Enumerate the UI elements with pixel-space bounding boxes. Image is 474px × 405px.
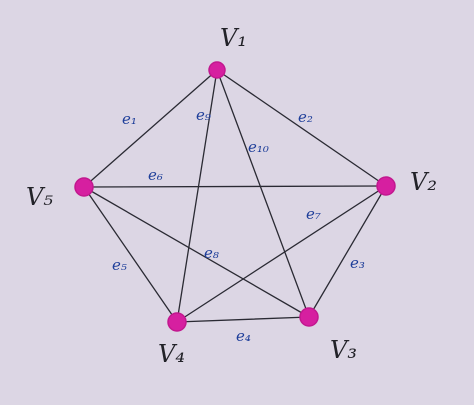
edge-e5	[83, 186, 178, 323]
vertex-label-v4: V₄	[158, 340, 185, 368]
edge-e3	[308, 185, 387, 318]
edge-label-e9: e₉	[196, 106, 211, 124]
edge-label-e1: e₁	[122, 110, 137, 128]
edge-e8	[83, 186, 310, 318]
vertex-label-v1: V₁	[220, 24, 247, 52]
vertices-layer	[74, 61, 396, 332]
labels-layer: e₁ e₂ e₃ e₄ e₅ e₆ e₇ e₈ e₉ e₁₀ V₁ V₂ V₃ V₄ V₅	[26, 24, 437, 368]
edge-e1	[83, 69, 218, 188]
edge-e7	[176, 185, 387, 323]
edge-label-e8: e₈	[204, 244, 219, 262]
edge-e10	[216, 69, 310, 318]
edges-layer	[83, 69, 387, 323]
vertex-v5	[74, 177, 94, 197]
edge-label-e3: e₃	[350, 254, 365, 272]
edge-label-e6: e₆	[148, 166, 163, 184]
edge-e6	[83, 185, 387, 188]
vertex-label-v5: V₅	[26, 183, 53, 211]
vertex-v1	[208, 61, 226, 79]
edge-label-e7: e₇	[306, 205, 321, 223]
edge-label-e5: e₅	[112, 256, 127, 274]
vertex-v3	[299, 307, 319, 327]
edge-label-e10: e₁₀	[248, 138, 269, 156]
edge-label-e4: e₄	[236, 327, 251, 345]
edge-e2	[216, 69, 387, 187]
vertex-v2	[376, 176, 396, 196]
vertex-v4	[167, 312, 187, 332]
edge-e4	[176, 316, 310, 323]
edge-label-e2: e₂	[298, 108, 313, 126]
vertex-label-v2: V₂	[410, 168, 437, 196]
edge-e9	[176, 69, 218, 323]
vertex-label-v3: V₃	[330, 336, 357, 364]
